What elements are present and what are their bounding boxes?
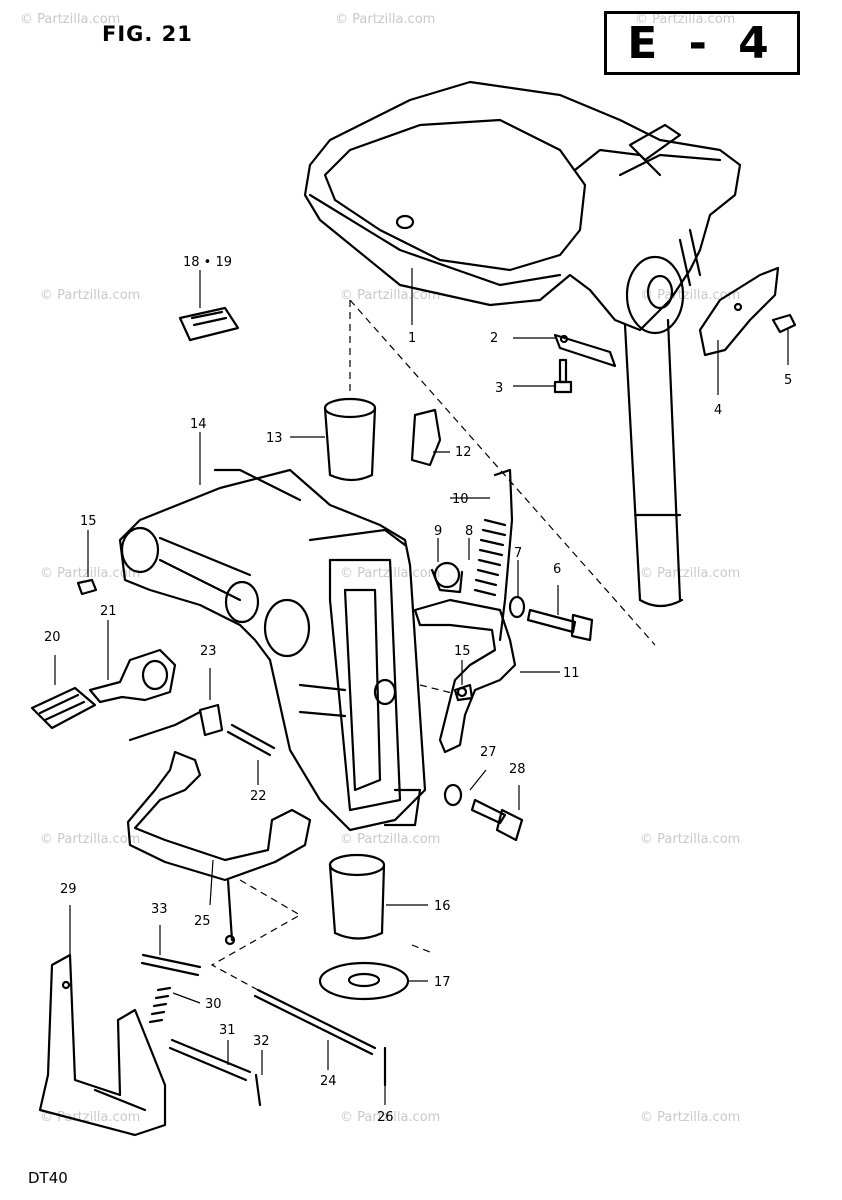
part-27-washer: [443, 783, 463, 807]
callout-15-right: 15: [454, 644, 471, 659]
watermark: © Partzilla.com: [640, 832, 741, 847]
part-18-19-plate: [178, 306, 240, 342]
callout-18-19: 18 • 19: [183, 255, 232, 270]
section-label: E - 4: [627, 17, 777, 69]
model-label: DT40: [28, 1169, 68, 1187]
part-9-sleeve: [430, 561, 464, 594]
callout-21: 21: [100, 604, 117, 619]
watermark: © Partzilla.com: [640, 288, 741, 303]
callout-7: 7: [514, 546, 522, 561]
part-29-bracket: [38, 953, 167, 1137]
callout-2: 2: [490, 331, 498, 346]
callout-27: 27: [480, 745, 497, 760]
part-17-washer: [318, 961, 410, 1001]
part-11-lever: [413, 598, 517, 754]
leader-lines: [54, 268, 789, 1105]
part-20-knob: [30, 686, 97, 730]
watermark: © Partzilla.com: [340, 1110, 441, 1125]
part-8-spring: [473, 518, 507, 597]
watermark: © Partzilla.com: [635, 12, 736, 27]
callout-25: 25: [194, 914, 211, 929]
section-box: E - 4: [604, 11, 800, 75]
part-15-screw-left: [76, 578, 98, 596]
callout-5: 5: [784, 373, 792, 388]
part-15-screw-right: [453, 683, 474, 702]
watermark: © Partzilla.com: [40, 832, 141, 847]
part-33-pin: [140, 953, 202, 977]
part-14-swivel-bracket: [118, 468, 427, 832]
part-3-bolt: [553, 358, 573, 394]
callout-16: 16: [434, 899, 451, 914]
callout-13: 13: [266, 431, 283, 446]
part-7-washer: [508, 595, 526, 619]
part-22-pin: [226, 723, 276, 757]
callout-28: 28: [509, 762, 526, 777]
callout-3: 3: [495, 381, 503, 396]
part-12-clip: [410, 408, 442, 467]
callout-26: 26: [377, 1110, 394, 1125]
part-24-rod: [253, 988, 377, 1056]
callout-6: 6: [553, 562, 561, 577]
callout-32: 32: [253, 1034, 270, 1049]
part-25-lower-lever: [126, 750, 312, 946]
part-steering-bracket: [303, 80, 742, 608]
callout-33: 33: [151, 902, 168, 917]
part-6-bolt: [526, 608, 594, 642]
part-23-bracket: [128, 703, 224, 742]
callout-24: 24: [320, 1074, 337, 1089]
watermark: © Partzilla.com: [640, 1110, 741, 1125]
callout-12: 12: [455, 445, 472, 460]
part-5-screw: [771, 313, 797, 334]
watermark: © Partzilla.com: [40, 288, 141, 303]
watermark: © Partzilla.com: [40, 1110, 141, 1125]
part-16-bushing: [328, 853, 386, 940]
callout-31: 31: [219, 1023, 236, 1038]
callout-10: 10: [452, 492, 469, 507]
callout-22: 22: [250, 789, 267, 804]
part-10-wire: [493, 468, 514, 642]
callout-23: 23: [200, 644, 217, 659]
callout-20: 20: [44, 630, 61, 645]
part-13-bushing: [323, 397, 377, 482]
watermark: © Partzilla.com: [20, 12, 121, 27]
part-32-pin: [254, 1073, 262, 1107]
callout-4: 4: [714, 403, 722, 418]
assembly-lines: [210, 299, 656, 991]
part-30-spring: [148, 986, 172, 1024]
watermark: © Partzilla.com: [335, 12, 436, 27]
watermark: © Partzilla.com: [640, 566, 741, 581]
callout-17: 17: [434, 975, 451, 990]
part-31-pin: [168, 1038, 252, 1082]
part-2: [553, 333, 617, 368]
callout-14: 14: [190, 417, 207, 432]
watermark: © Partzilla.com: [40, 566, 141, 581]
watermark: © Partzilla.com: [340, 288, 441, 303]
callout-labels: 1 2 3 4 5 6 7 8 9 10 11 12 13 14 15 15 1…: [44, 255, 792, 1125]
callout-8: 8: [465, 524, 473, 539]
callout-30: 30: [205, 997, 222, 1012]
figure-title: FIG. 21: [102, 22, 193, 46]
callout-11: 11: [563, 666, 580, 681]
watermark: © Partzilla.com: [340, 832, 441, 847]
part-21-lever: [88, 648, 177, 704]
callout-29: 29: [60, 882, 77, 897]
callout-9: 9: [434, 524, 442, 539]
callout-15-left: 15: [80, 514, 97, 529]
part-4-plate: [698, 266, 780, 357]
part-28-bolt: [470, 798, 524, 842]
callout-1: 1: [408, 331, 416, 346]
